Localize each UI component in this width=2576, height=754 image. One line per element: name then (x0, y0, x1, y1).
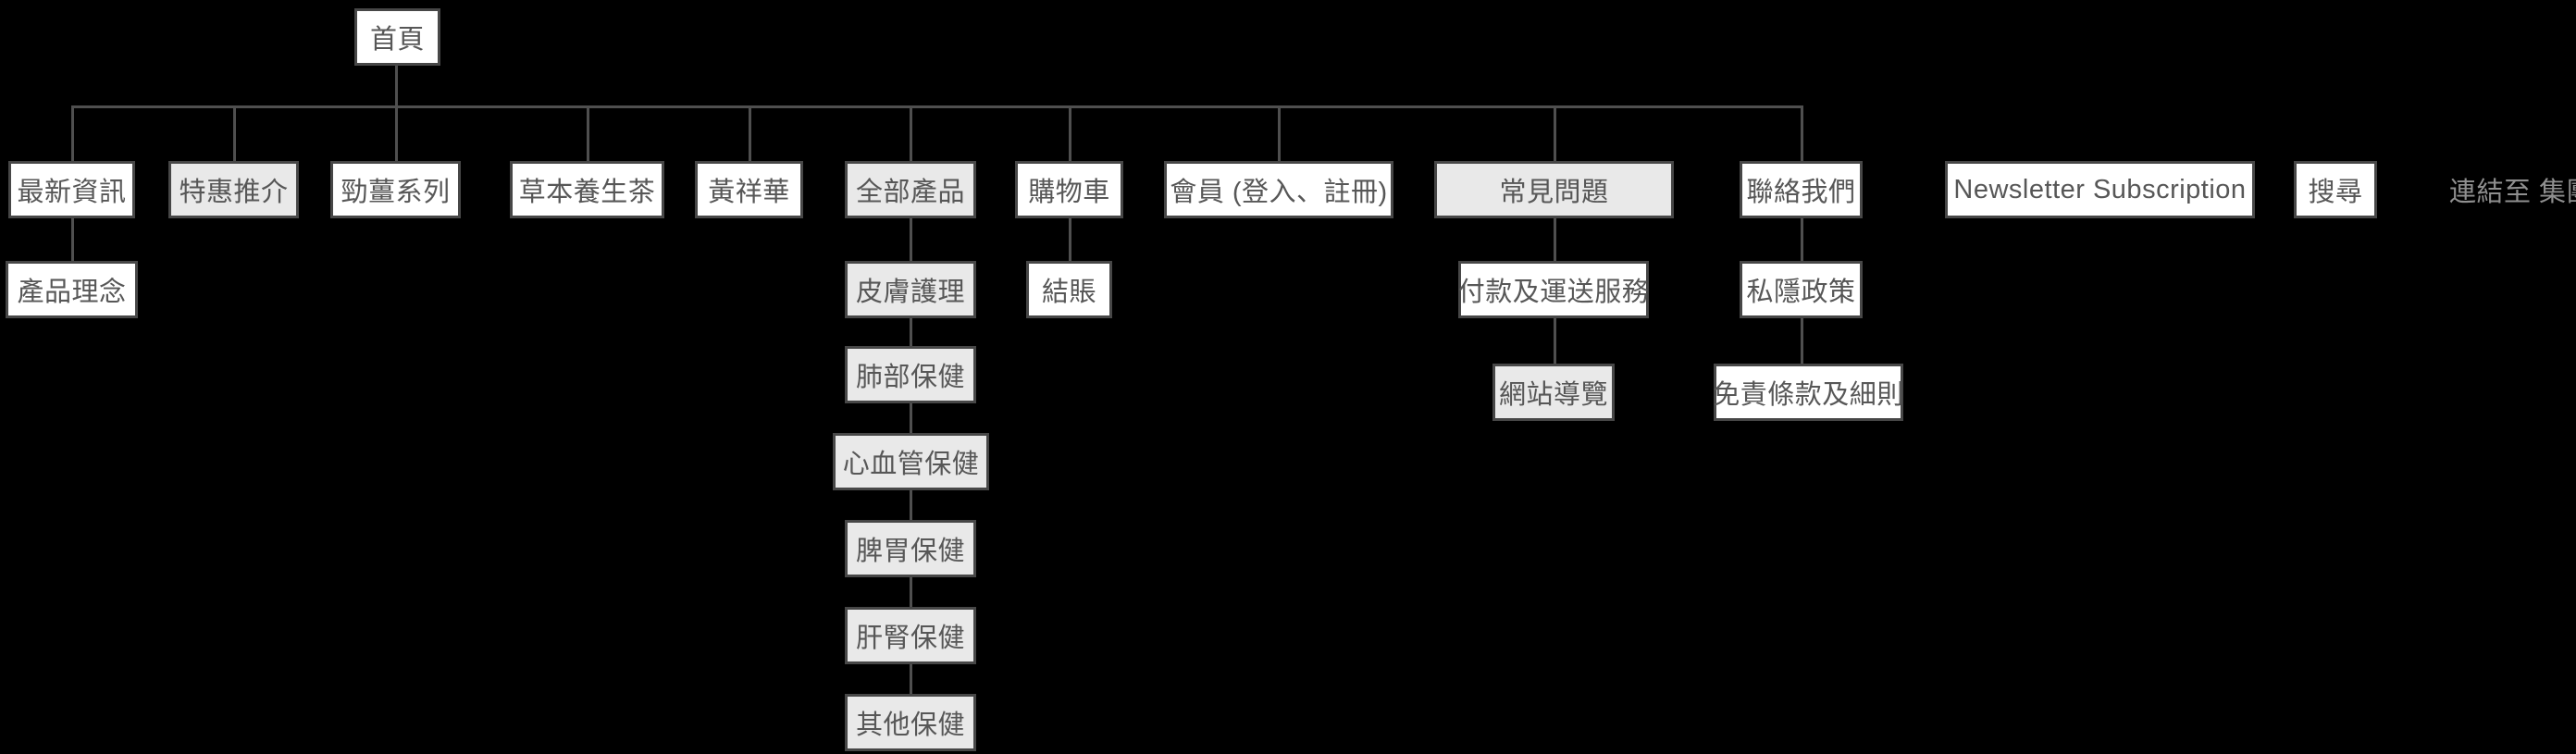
node-site-guide: 網站導覽 (1492, 364, 1615, 421)
connector-main-horizontal (71, 105, 1802, 108)
connector-latest-news-child (71, 218, 74, 261)
node-liver-kidney-care: 肝腎保健 (845, 607, 976, 664)
connector-products-chain-4 (910, 490, 912, 520)
node-privacy-policy: 私隱政策 (1740, 261, 1863, 318)
node-contact-us: 聯絡我們 (1740, 161, 1863, 218)
connector-drop-latest-news (71, 105, 74, 161)
node-newsletter-subscription: Newsletter Subscription (1945, 161, 2255, 218)
node-member: 會員 (登入、註冊) (1164, 161, 1393, 218)
connector-products-chain-1 (910, 218, 912, 261)
connector-products-chain-5 (910, 577, 912, 607)
node-home: 首頁 (354, 8, 440, 66)
node-payment-delivery: 付款及運送服務 (1458, 261, 1649, 318)
node-checkout: 結賬 (1026, 261, 1112, 318)
node-stomach-care: 脾胃保健 (845, 520, 976, 577)
connector-drop-all-products (910, 105, 912, 161)
connector-products-chain-6 (910, 664, 912, 694)
node-product-philosophy: 產品理念 (6, 261, 138, 318)
node-ginger-series: 勁薑系列 (330, 161, 461, 218)
connector-products-chain-2 (910, 318, 912, 346)
node-disclaimer: 免責條款及細則 (1713, 364, 1903, 421)
connector-drop-herbal-tea (587, 105, 589, 161)
connector-drop-faq (1554, 105, 1556, 161)
connector-drop-special-offers (233, 105, 236, 161)
node-wong-cheung-wah: 黃祥華 (695, 161, 803, 218)
connector-home-down (395, 66, 398, 108)
node-all-products: 全部產品 (845, 161, 976, 218)
node-herbal-tea: 草本養生茶 (510, 161, 664, 218)
connector-drop-shopping-cart (1069, 105, 1071, 161)
node-special-offers: 特惠推介 (168, 161, 299, 218)
connector-faq-child (1554, 218, 1556, 261)
connector-drop-wong-cheung-wah (749, 105, 751, 161)
node-lung-care: 肺部保健 (845, 346, 976, 403)
node-shopping-cart: 購物車 (1015, 161, 1123, 218)
connector-drop-ginger-series (395, 105, 398, 161)
node-cardio-care: 心血管保健 (833, 433, 989, 490)
node-faq: 常見問題 (1434, 161, 1674, 218)
connector-privacy-child (1801, 318, 1803, 364)
connector-cart-child (1069, 218, 1071, 261)
connector-drop-contact-us (1801, 105, 1803, 161)
node-latest-news: 最新資訊 (8, 161, 135, 218)
external-link-group-text: 連結至 集團 (2449, 178, 2576, 207)
node-skin-care: 皮膚護理 (845, 261, 976, 318)
connector-products-chain-3 (910, 403, 912, 433)
connector-drop-member (1278, 105, 1281, 161)
connector-payment-child (1554, 318, 1556, 364)
node-other-care: 其他保健 (845, 694, 976, 751)
connector-contact-child (1801, 218, 1803, 261)
node-search: 搜尋 (2294, 161, 2377, 218)
